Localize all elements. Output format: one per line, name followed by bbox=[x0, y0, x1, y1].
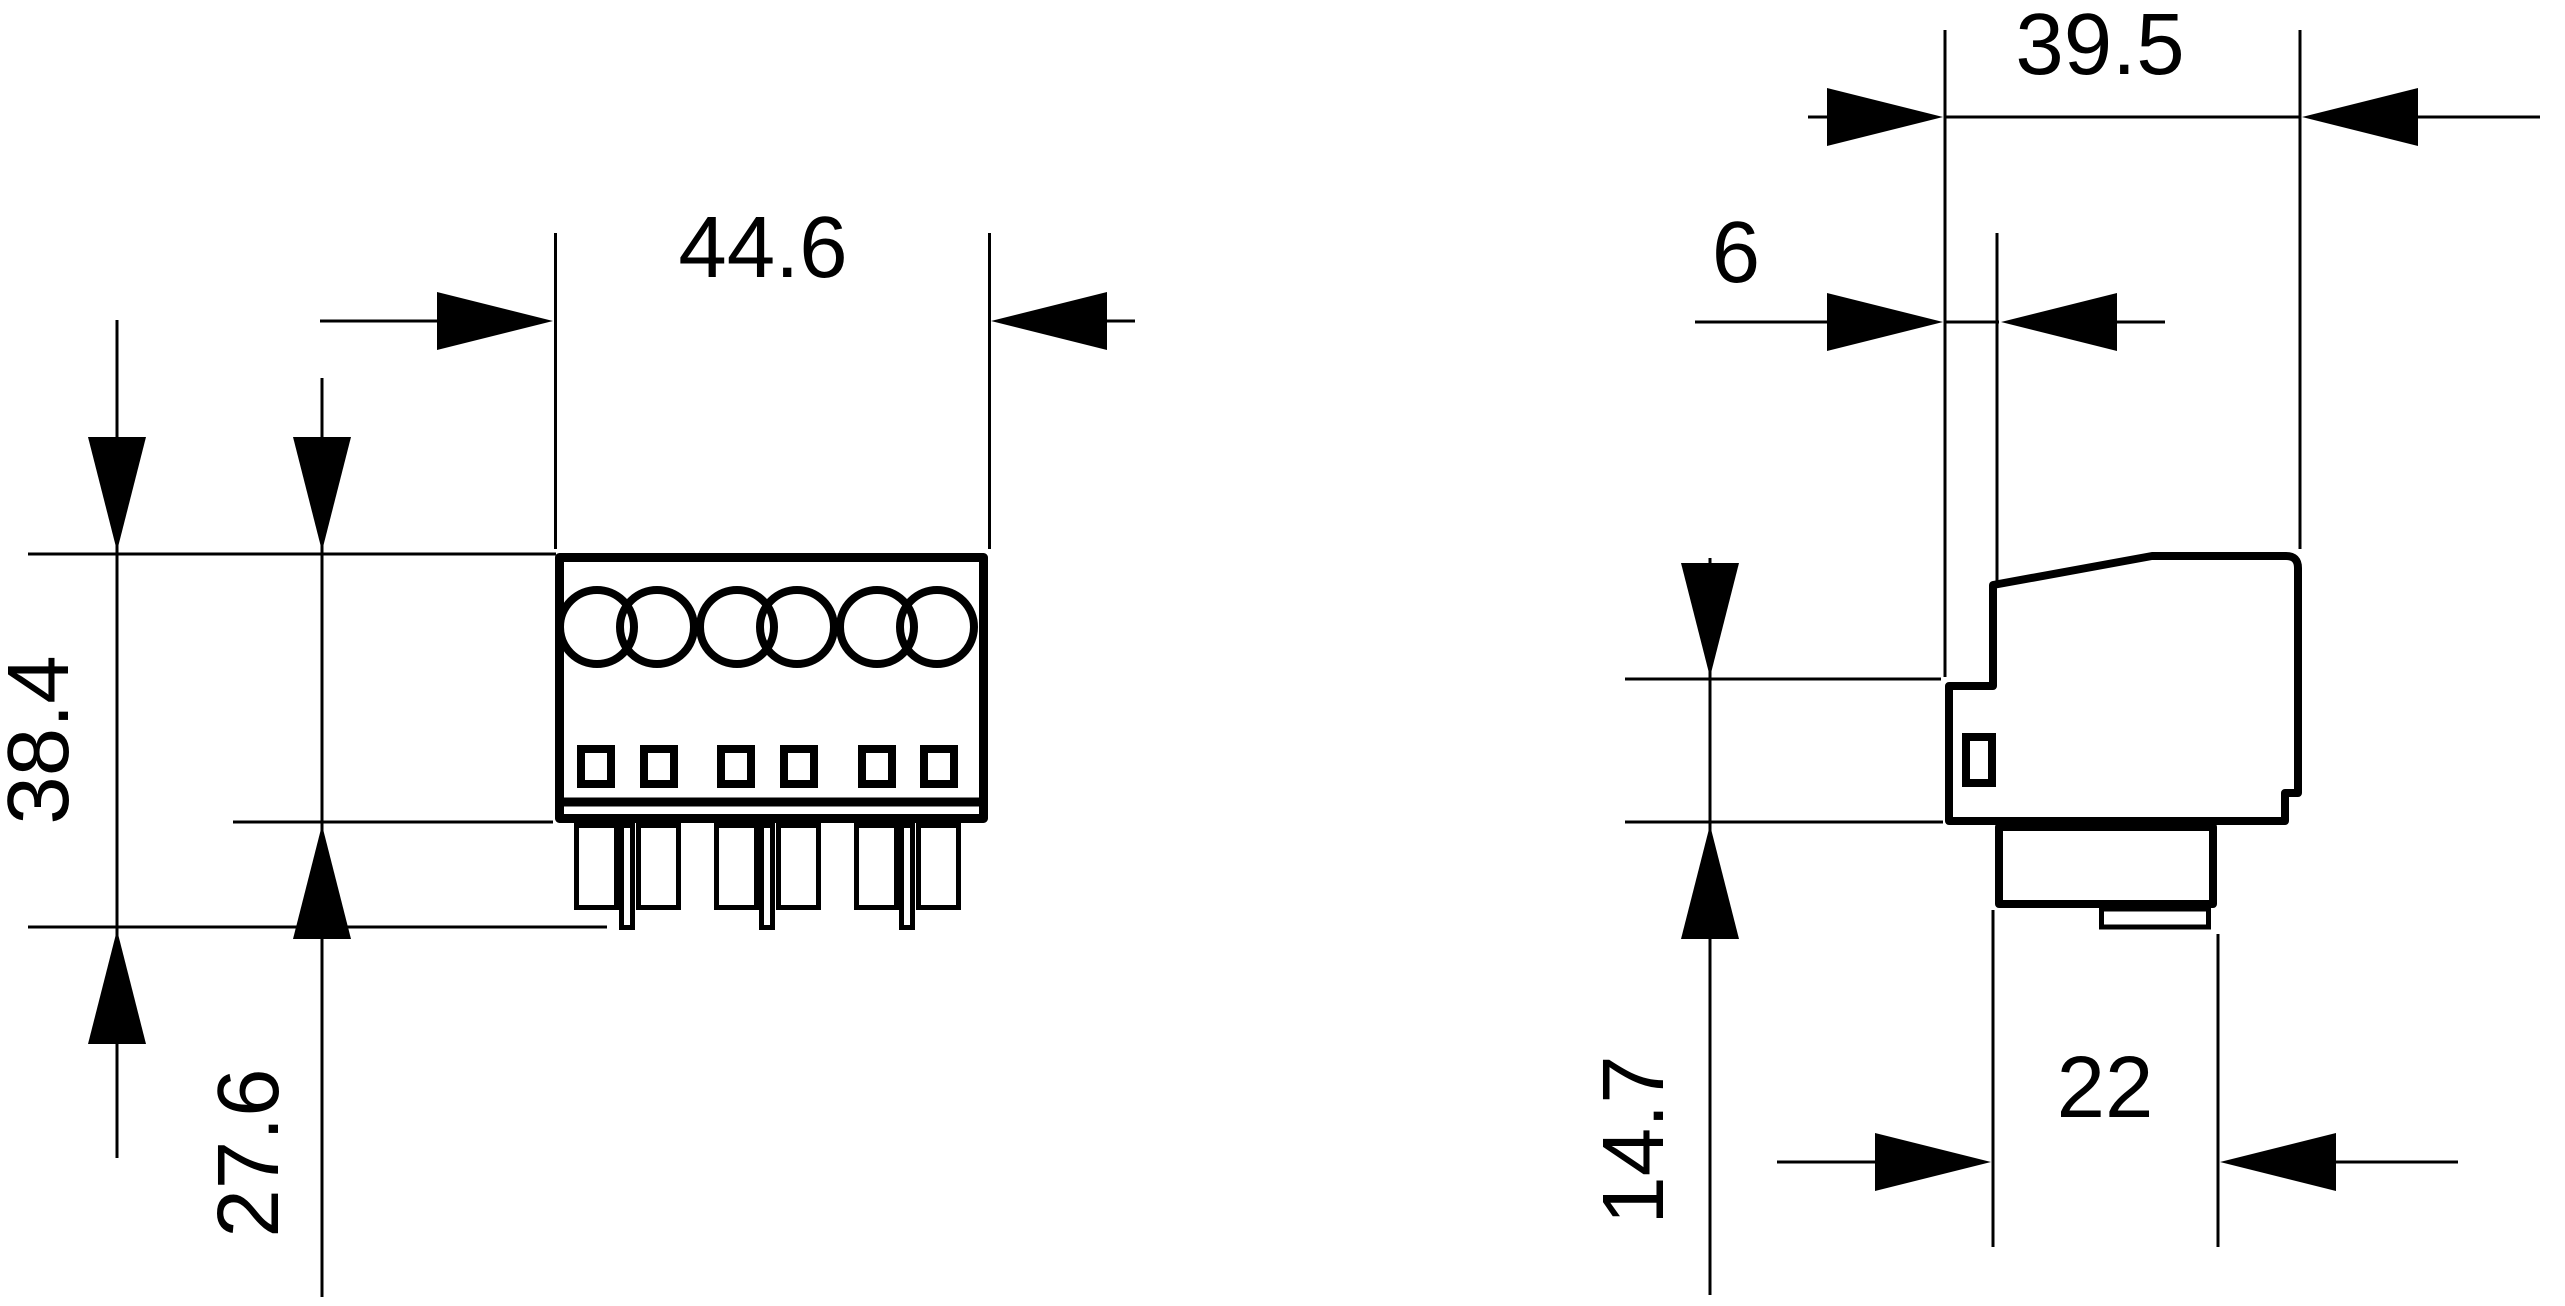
pin-wide bbox=[776, 823, 821, 910]
dimension-label: 22 bbox=[2057, 1039, 2154, 1136]
pin-wide bbox=[636, 823, 681, 910]
mounting-block bbox=[1995, 823, 2217, 908]
dimension-front-total-height: 38.4 bbox=[0, 320, 607, 1158]
pin-narrow bbox=[899, 823, 915, 930]
arrowhead-up-icon bbox=[88, 930, 146, 1044]
arrowhead-down-icon bbox=[1681, 563, 1739, 677]
screw-opening-square bbox=[577, 745, 615, 788]
dimension-label: 14.7 bbox=[1585, 1055, 1682, 1224]
pin-wide bbox=[916, 823, 961, 910]
arrowhead-left-icon bbox=[2220, 1133, 2336, 1191]
dimension-label: 6 bbox=[1712, 204, 1760, 301]
arrowhead-right-icon bbox=[1827, 88, 1943, 146]
side-view: 39.5 6 14.7 bbox=[1585, 0, 2540, 1295]
screw-openings bbox=[577, 745, 958, 788]
wire-entry-circle bbox=[616, 586, 698, 668]
dimension-side-front-step: 6 bbox=[1695, 204, 2165, 581]
arrowhead-left-icon bbox=[991, 292, 1107, 350]
dimension-side-depth: 39.5 bbox=[1808, 0, 2540, 677]
screw-opening-square bbox=[640, 745, 678, 788]
pin-wide bbox=[854, 823, 899, 910]
dimension-label: 27.6 bbox=[200, 1068, 297, 1237]
pin-wide bbox=[714, 823, 759, 910]
wire-entry-circle bbox=[756, 586, 838, 668]
pin-narrow bbox=[619, 823, 635, 930]
side-housing-outline bbox=[1945, 552, 2302, 825]
dimension-side-base-width: 22 bbox=[1777, 910, 2458, 1247]
bottom-bar bbox=[2099, 906, 2211, 930]
arrowhead-right-icon bbox=[437, 292, 553, 350]
wire-entry-circle bbox=[836, 586, 918, 668]
clamp-window bbox=[1962, 733, 1996, 787]
screw-opening-square bbox=[780, 745, 818, 788]
front-view: 44.6 38.4 27.6 bbox=[0, 199, 1135, 1297]
wire-entry-circle bbox=[696, 586, 778, 668]
arrowhead-up-icon bbox=[293, 825, 351, 939]
dimension-front-width: 44.6 bbox=[320, 199, 1135, 549]
wire-entry-circle bbox=[556, 586, 638, 668]
dimension-side-lower-height: 14.7 bbox=[1585, 558, 1943, 1295]
arrowhead-right-icon bbox=[1875, 1133, 1991, 1191]
dimension-label: 44.6 bbox=[678, 199, 847, 296]
solder-pins bbox=[574, 823, 961, 930]
dimension-label: 39.5 bbox=[2015, 0, 2184, 93]
pin-narrow bbox=[759, 823, 775, 930]
arrowhead-left-icon bbox=[2001, 293, 2117, 351]
arrowhead-left-icon bbox=[2302, 88, 2418, 146]
arrowhead-down-icon bbox=[293, 437, 351, 551]
dimension-front-body-height: 27.6 bbox=[200, 378, 553, 1297]
pin-wide bbox=[574, 823, 619, 910]
screw-opening-square bbox=[858, 745, 896, 788]
wire-entry-circle bbox=[896, 586, 978, 668]
arrowhead-down-icon bbox=[88, 437, 146, 551]
screw-opening-square bbox=[920, 745, 958, 788]
arrowhead-right-icon bbox=[1827, 293, 1943, 351]
arrowhead-up-icon bbox=[1681, 825, 1739, 939]
screw-opening-square bbox=[717, 745, 755, 788]
wire-entry-openings bbox=[556, 586, 978, 668]
dimension-label: 38.4 bbox=[0, 655, 87, 824]
